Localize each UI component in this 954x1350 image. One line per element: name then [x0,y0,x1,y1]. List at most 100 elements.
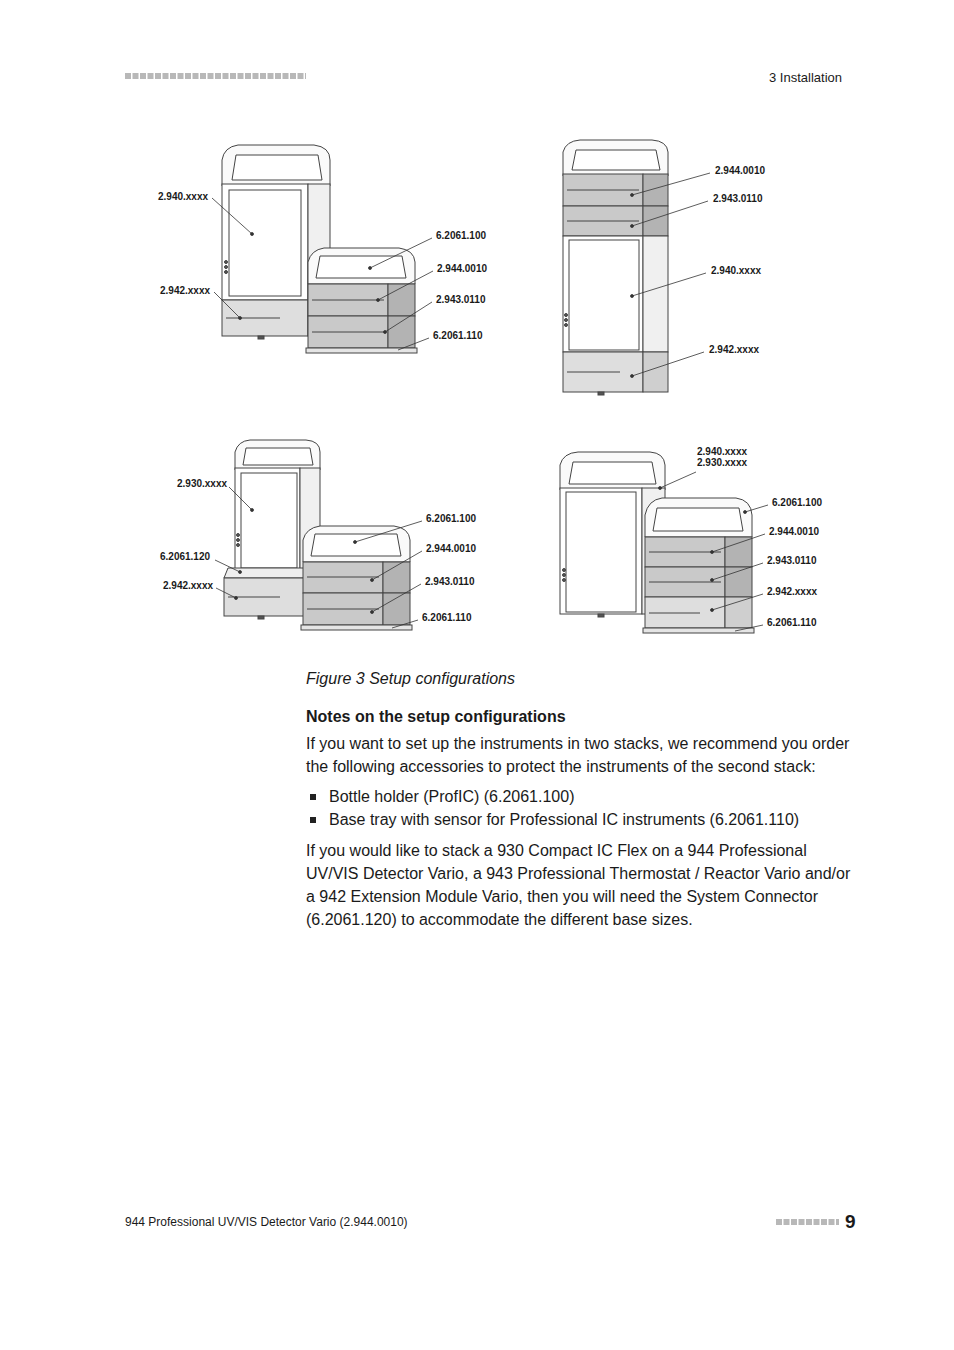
leader-line [371,579,374,582]
bullet-item: Base tray with sensor for Professional I… [306,808,851,831]
leader-line [631,173,711,378]
instrument-stack [649,613,700,614]
callout-number: 2.930.xxxx [697,457,747,469]
leader-line [711,551,714,554]
callout-number: 2.942.xxxx [709,344,759,356]
leader-line [632,273,706,296]
callout-number: 6.2061.100 [426,513,476,525]
instrument-stack [229,190,301,296]
instrument-stack [569,240,639,350]
instrument-stack [241,473,297,568]
instrument-stack [311,534,401,556]
instrument-stack [567,372,620,373]
leader-line [744,511,747,514]
instrument-stack [258,616,264,619]
instrument-stack [567,190,639,191]
instrument-stack [598,614,604,617]
callout-number: 6.2061.110 [433,330,483,342]
page-decoration [125,73,306,79]
instrument-stack [383,562,410,593]
leader-line [235,597,238,600]
leader-line [378,271,433,300]
leader-line [398,338,429,350]
leader-line [229,487,252,510]
leader-line [659,472,769,631]
callout-number: 2.942.xxxx [160,285,210,297]
callout-number: 6.2061.120 [160,551,210,563]
instrument-stack [312,300,384,301]
page-decoration [125,76,839,1222]
leader-line [370,238,432,268]
instrument-stack [563,174,643,206]
body-paragraph: If you would like to stack a 930 Compact… [306,839,851,931]
leader-line [660,472,696,488]
instrument-stack [308,284,388,316]
leader-line [631,375,634,378]
instrument-stack [258,336,264,339]
instrument-stack [237,544,240,547]
instrument-stack [566,492,636,612]
instrument-stack [565,319,568,322]
instrument-stack [643,236,668,352]
instrument-stack [306,248,417,353]
callout-number: 2.944.0010 [437,263,487,275]
instrument-stack [643,352,668,392]
instrument-stack [243,448,313,465]
instrument-stack [560,488,642,614]
figure-caption: Figure 3 Setup configurations [306,669,851,689]
instrument-stack [643,498,754,633]
callout-number: 6.2061.100 [436,230,486,242]
leader-line [632,173,710,195]
leader-line [711,579,714,582]
instrument-stack [388,284,415,316]
instrument-stack [388,316,415,348]
running-footer: 944 Professional UV/VIS Detector Vario (… [125,1215,408,1230]
instrument-stack [645,498,752,537]
callout-number: 2.944.0010 [426,543,476,555]
leader-line [712,534,765,552]
callout-number: 2.930.xxxx [177,478,227,490]
leader-line [711,609,714,612]
instrument-stack [653,508,743,531]
callout-number: 6.2061.110 [422,612,472,624]
instrument-stack [312,332,384,333]
instrument-stack [645,567,725,597]
instrument-stack [224,578,305,616]
instrument-stack [572,150,660,170]
instrument-stack [563,569,566,572]
body-paragraph: If you want to set up the instruments in… [306,732,851,778]
leader-line [392,620,418,628]
instrument-stack [645,537,725,567]
instrument-stack [598,392,604,395]
leader-line [215,560,240,572]
leader-line [632,352,704,376]
instrument-stack [224,568,305,578]
leader-line [369,267,372,270]
instrument-stack [303,562,383,593]
instrument-stack [222,145,330,186]
leader-line [216,588,236,598]
instrument-stack [301,625,412,630]
leader-line [354,541,357,544]
instrument-stack [303,526,410,562]
leader-line [212,198,252,234]
instrument-stack [563,574,566,577]
page-decoration [776,1219,839,1225]
instrument-stack [232,155,322,180]
leader-line [632,201,708,226]
leader-line [377,299,380,302]
leader-line [745,505,768,512]
callout-number: 2.940.xxxx [158,191,208,203]
instrument-stack [649,582,721,583]
leader-line [735,625,763,631]
leader-line [239,317,242,320]
instrument-stack [237,539,240,542]
callout-number: 2.943.0110 [436,294,486,306]
instrument-stack [643,174,668,206]
instrument-stack [307,577,379,578]
leader-line [385,302,432,332]
leader-line [239,571,242,574]
leader-line [712,563,763,580]
callout-number: 2.944.0010 [715,165,765,177]
leader-line [372,551,422,580]
